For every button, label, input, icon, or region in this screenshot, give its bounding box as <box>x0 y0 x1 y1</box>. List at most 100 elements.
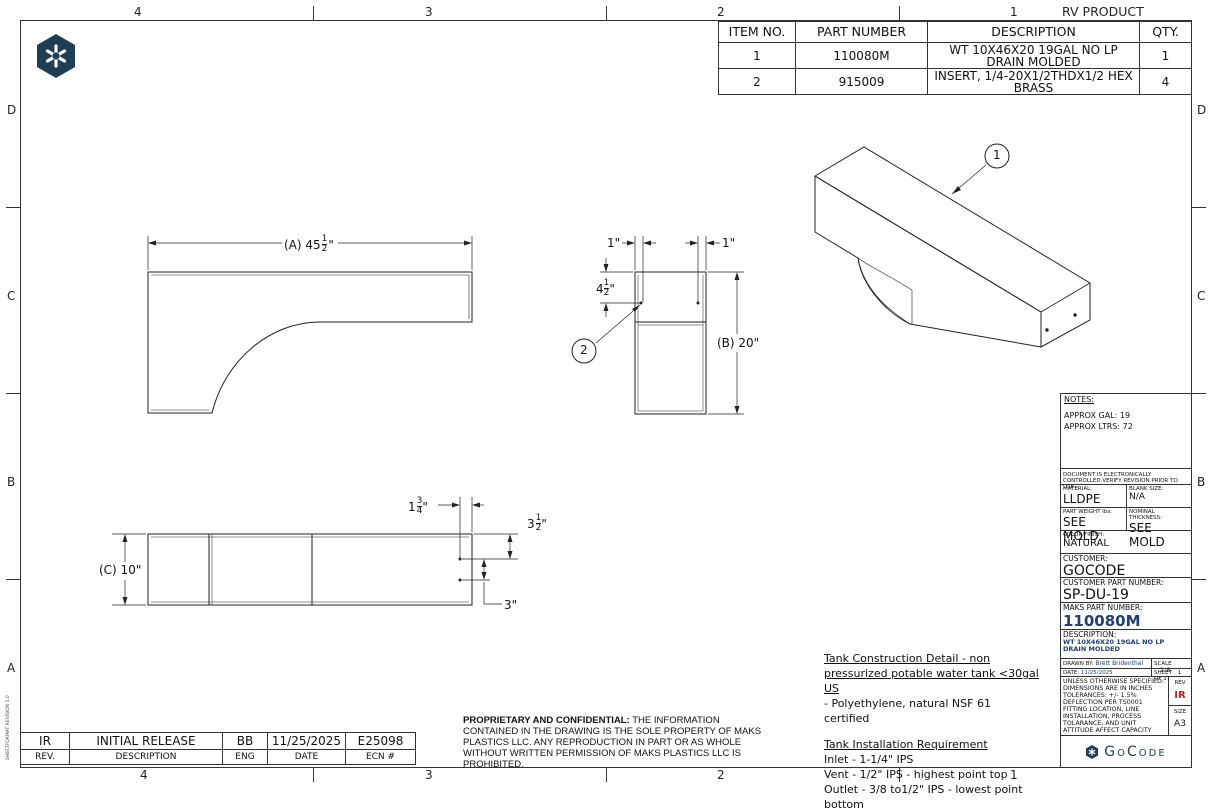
dim-a-den: 2 <box>321 244 328 254</box>
zone-col-top: 4 <box>134 5 142 19</box>
dim-one-three-quarter: 1 3 4 " <box>408 497 428 516</box>
proprietary-text: THE INFORMATION CONTAINED IN THE DRAWING… <box>463 715 762 770</box>
approx-gal-label: APPROX GAL: <box>1064 411 1118 420</box>
notes-heading: NOTES: <box>1064 395 1094 404</box>
drawing-sheet: 4 3 2 1 RV PRODUCT 4 3 2 1 D C B A D C B… <box>6 4 1207 811</box>
zone-row-right: A <box>1197 661 1206 675</box>
dim-one34-num: 3 <box>416 496 423 507</box>
dim-a: (A) 45 1 2 " <box>284 235 334 254</box>
dim-four-fraction: 1 2 <box>603 278 610 298</box>
dim-three-half: 3 1 2 " <box>527 514 547 533</box>
nominal-thickness-label: NOMINAL THICKNESS: <box>1129 509 1162 521</box>
approx-ltrs: 72 <box>1122 422 1133 431</box>
front-view-outline <box>147 271 473 414</box>
install-inlet: Inlet - 1-1/4" IPS <box>824 753 914 766</box>
dim-three12-den: 2 <box>535 523 542 533</box>
customer-part-cell: CUSTOMER PART NUMBER: SP-DU-19 <box>1060 577 1192 603</box>
part-weight-cell: PART WEIGHT lbs: SEE MOLD <box>1060 507 1127 543</box>
description-label: DESCRIPTION: <box>1063 630 1117 639</box>
color-cell: COLOR/FINISH: NATURAL <box>1060 530 1192 554</box>
date-label: DATE: <box>1063 670 1080 676</box>
construction-title: Tank Construction Detail - non pressuriz… <box>824 652 1039 695</box>
description-value: WT 10X46X20 19GAL NO LP DRAIN MOLDED <box>1063 638 1165 653</box>
approx-gal: 19 <box>1119 411 1131 420</box>
dim-one34-suffix: " <box>422 499 428 514</box>
rev-header: REV. <box>20 749 70 765</box>
sheet-value: 1 OF 1 <box>1154 670 1182 682</box>
brand-cell: GoCode <box>1060 735 1192 768</box>
zone-row-right: D <box>1197 103 1207 117</box>
blank-size-cell: BLANK SIZE: N/A <box>1126 484 1192 508</box>
material-cell: MATERIAL: LLDPE <box>1060 484 1127 508</box>
bom-item: 2 <box>718 68 796 95</box>
rev-header: ECN # <box>345 749 416 765</box>
zone-col-bottom: 3 <box>425 768 433 782</box>
material-value: LLDPE <box>1063 492 1101 506</box>
dim-four-num: 1 <box>603 278 610 289</box>
revision-row: IR INITIAL RELEASE BB 11/25/2025 E25098 <box>20 732 416 750</box>
dim-a-suffix: " <box>328 237 334 252</box>
revision-header-row: REV. DESCRIPTION ENG DATE ECN # <box>20 749 416 765</box>
part-weight-value: SEE MOLD <box>1063 515 1099 543</box>
balloon-1-label: 1 <box>993 148 1001 162</box>
dim-c: (C) 10" <box>99 563 142 577</box>
size-label: SIZE <box>1173 709 1187 715</box>
side-view-outline <box>634 271 707 415</box>
dim-one34-den: 4 <box>416 506 423 516</box>
color-value: NATURAL <box>1063 538 1109 549</box>
dim-a-label: (A) 45 <box>284 237 321 252</box>
gocode-logo-icon <box>37 34 75 78</box>
maks-part-label: MAKS PART NUMBER: <box>1063 603 1143 612</box>
scale-label: SCALE <box>1154 661 1172 667</box>
bom-desc: INSERT, 1/4-20X1/2THDX1/2 HEX BRASS <box>927 68 1140 95</box>
product-label: RV PRODUCT <box>1062 4 1144 19</box>
bill-of-materials-table: ITEM NO. PART NUMBER DESCRIPTION QTY. 1 … <box>718 21 1192 95</box>
customer-label: CUSTOMER: <box>1063 554 1108 563</box>
sheet-label: SHEET <box>1154 670 1172 676</box>
drawn-by-value: Brett Bridenthal <box>1095 660 1144 667</box>
proprietary-notice: PROPRIETARY AND CONFIDENTIAL: THE INFORM… <box>463 715 763 770</box>
top-view-outline <box>147 533 473 606</box>
nominal-thickness-cell: NOMINAL THICKNESS: SEE MOLD <box>1126 507 1192 549</box>
brand-wordmark: GoCode <box>1104 743 1167 760</box>
zone-row-right: B <box>1197 475 1206 489</box>
gocode-small-logo-icon <box>1086 744 1099 759</box>
zone-row-right: C <box>1197 289 1206 303</box>
drawn-by-label: DRAWN BY: <box>1063 661 1094 667</box>
balloon-2-label: 2 <box>580 343 588 357</box>
construction-notes: Tank Construction Detail - non pressuriz… <box>824 651 1039 812</box>
maks-part-value: 110080M <box>1063 612 1141 630</box>
part-weight-label: PART WEIGHT lbs: <box>1063 509 1113 515</box>
bom-part: 915009 <box>795 68 928 95</box>
zone-row-left: B <box>7 475 16 489</box>
drawing-views <box>112 143 1091 606</box>
dim-one34-fraction: 3 4 <box>416 496 423 516</box>
size-cell: SIZE A3 <box>1168 705 1192 736</box>
dim-a-num: 1 <box>321 234 328 245</box>
bom-qty: 1 <box>1139 42 1192 69</box>
dim-three12-num: 1 <box>535 513 542 524</box>
size-value: A3 <box>1174 719 1186 729</box>
material-label: MATERIAL: <box>1063 486 1093 492</box>
zone-row-left: D <box>7 103 17 117</box>
rev-header: ENG <box>222 749 268 765</box>
proprietary-bold: PROPRIETARY AND CONFIDENTIAL: <box>463 715 630 726</box>
dim-one-right: 1" <box>722 236 736 250</box>
construction-line: - Polyethylene, natural NSF 61 certified <box>824 697 991 725</box>
maks-part-cell: MAKS PART NUMBER: 110080M <box>1060 602 1192 630</box>
rev-header: DATE <box>267 749 346 765</box>
scale-value: 1:8 <box>1160 666 1171 674</box>
description-cell: DESCRIPTION: WT 10X46X20 19GAL NO LP DRA… <box>1060 629 1192 659</box>
zone-col-bottom: 4 <box>140 768 148 782</box>
dim-one34-whole: 1 <box>408 499 416 514</box>
customer-value: GOCODE <box>1063 563 1126 579</box>
install-title: Tank Installation Requirement <box>824 738 988 751</box>
zone-row-left: C <box>7 289 16 303</box>
zone-col-top: 1 <box>1010 5 1018 19</box>
tolerances-cell: UNLESS OTHERWISE SPECIFIED: DIMENSIONS A… <box>1060 676 1169 736</box>
dim-four-den: 2 <box>603 288 610 298</box>
zone-col-bottom: 1 <box>1010 768 1018 782</box>
zone-row-left: A <box>7 661 16 675</box>
blank-size-value: N/A <box>1129 492 1145 502</box>
color-label: COLOR/FINISH: <box>1063 532 1105 538</box>
